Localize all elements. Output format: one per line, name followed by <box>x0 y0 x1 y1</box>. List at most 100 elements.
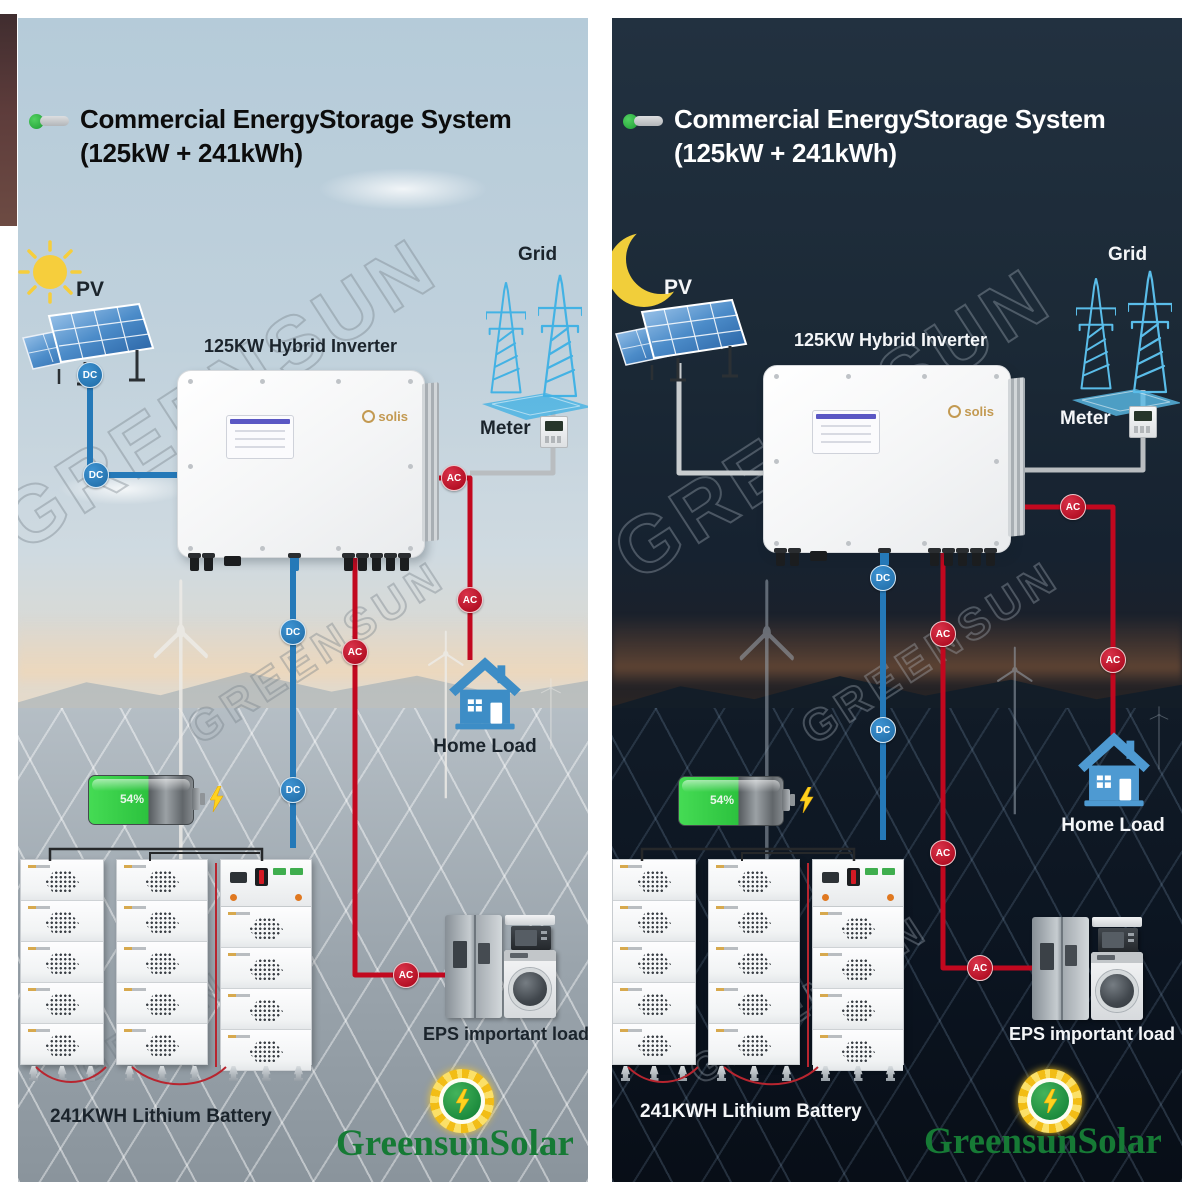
ac-connector <box>356 553 369 571</box>
battery-module <box>21 983 103 1024</box>
sun-icon <box>18 240 82 304</box>
terminal-block <box>290 868 303 875</box>
dispenser-panel <box>1065 945 1077 966</box>
dc-badge: DC <box>77 362 103 388</box>
vent-pattern <box>841 999 875 1023</box>
washer-door <box>1096 969 1138 1012</box>
inverter-label: 125KW Hybrid Inverter <box>204 336 398 356</box>
ac-connector <box>370 553 383 571</box>
title-line-2: (125kW + 241kWh) <box>80 138 303 168</box>
vent-pattern <box>637 952 671 976</box>
inverter-display <box>226 415 294 459</box>
appliance-shelf <box>1092 917 1142 927</box>
eps-appliances <box>1032 917 1164 1023</box>
vent-pattern <box>737 870 771 894</box>
solis-sun-icon <box>948 405 962 418</box>
terminal-block <box>273 868 286 875</box>
battery-cabinet <box>612 859 696 1065</box>
logo-core <box>443 1082 481 1120</box>
meter-label: Meter <box>1060 408 1111 429</box>
screw-dots <box>188 379 193 384</box>
dispenser-panel <box>453 941 467 968</box>
appliance-shelf <box>505 915 555 925</box>
battery-cap <box>782 789 790 811</box>
ac-badge: AC <box>457 587 483 613</box>
microwave-icon <box>1098 928 1138 952</box>
cabinet-feet <box>116 1066 208 1081</box>
inverter-heatsink <box>422 382 439 542</box>
vent-pattern <box>45 1034 79 1058</box>
vent-pattern <box>249 999 283 1023</box>
solis-sun-icon <box>362 410 376 423</box>
title-line-1: Commercial EnergyStorage System <box>674 104 1106 134</box>
vent-pattern <box>145 1034 179 1058</box>
battery-module <box>709 942 799 983</box>
ac-connector <box>942 548 955 566</box>
dc-badge: DC <box>870 565 896 591</box>
ac-badge: AC <box>393 962 419 988</box>
pv-connector <box>188 553 201 571</box>
ac-badge: AC <box>930 621 956 647</box>
logo-bolt-icon <box>1043 1089 1057 1113</box>
battery-cabinet-with-controller <box>812 859 904 1071</box>
ac-badge: AC <box>930 840 956 866</box>
battery-module <box>613 860 695 901</box>
battery-module <box>21 942 103 983</box>
panel-night: GREENSUN GREENSUN GREENSUN Commercial En… <box>612 18 1182 1182</box>
battery-cap <box>192 788 200 810</box>
battery-soc-icon: 54% <box>678 776 818 826</box>
rotary-switch <box>255 868 268 886</box>
pv-label: PV <box>76 278 105 301</box>
eps-appliances <box>445 915 577 1021</box>
vent-pattern <box>45 911 79 935</box>
page-title: Commercial EnergyStorage System (125kW +… <box>674 102 1106 170</box>
microwave-icon <box>511 926 551 950</box>
vent-pattern <box>841 958 875 982</box>
grid-towers-icon <box>1070 258 1180 418</box>
pv-connector <box>788 548 801 566</box>
dispenser-panel <box>1040 943 1054 970</box>
rotary-switch <box>847 868 860 886</box>
cabinet-feet <box>708 1066 800 1081</box>
rack-cabling <box>35 847 264 1086</box>
battery-control-unit <box>813 860 903 907</box>
battery-cabinet <box>708 859 800 1065</box>
brand-logo-text: GreensunSolar <box>336 1123 574 1164</box>
greensun-logo-icon <box>1018 1069 1082 1133</box>
page-title: Commercial EnergyStorage System (125kW +… <box>80 102 512 170</box>
washing-machine-icon <box>1091 952 1143 1020</box>
rack-cabling <box>627 847 856 1086</box>
vent-pattern <box>145 952 179 976</box>
battery-module <box>709 983 799 1024</box>
battery-body <box>88 775 194 825</box>
cloud <box>318 168 488 210</box>
hybrid-inverter: solis <box>177 370 439 571</box>
solar-panel-icon <box>614 298 748 382</box>
greensun-logo-icon <box>430 1069 494 1133</box>
pv-connector <box>774 548 787 566</box>
ac-connector <box>970 548 983 566</box>
battery-module <box>117 860 207 901</box>
vent-pattern <box>637 870 671 894</box>
cabinet-feet <box>220 1066 312 1081</box>
battery-module <box>21 1024 103 1065</box>
connector-block <box>810 551 827 561</box>
connector-block <box>224 556 241 566</box>
screw-dots <box>774 374 779 379</box>
battery-module <box>813 989 903 1030</box>
pv-label: PV <box>664 276 693 299</box>
ac-badge: AC <box>342 639 368 665</box>
horizon-glow <box>612 614 1182 686</box>
logo-core <box>1031 1082 1069 1120</box>
vent-pattern <box>737 1034 771 1058</box>
vent-pattern <box>145 993 179 1017</box>
battery-module <box>117 942 207 983</box>
ac-badge: AC <box>441 465 467 491</box>
dc-badge: DC <box>280 777 306 803</box>
battery-module <box>613 983 695 1024</box>
vent-pattern <box>637 911 671 935</box>
battery-module <box>117 983 207 1024</box>
battery-label: 241KWH Lithium Battery <box>640 1101 862 1122</box>
battery-module <box>221 907 311 948</box>
control-screen <box>822 872 839 883</box>
